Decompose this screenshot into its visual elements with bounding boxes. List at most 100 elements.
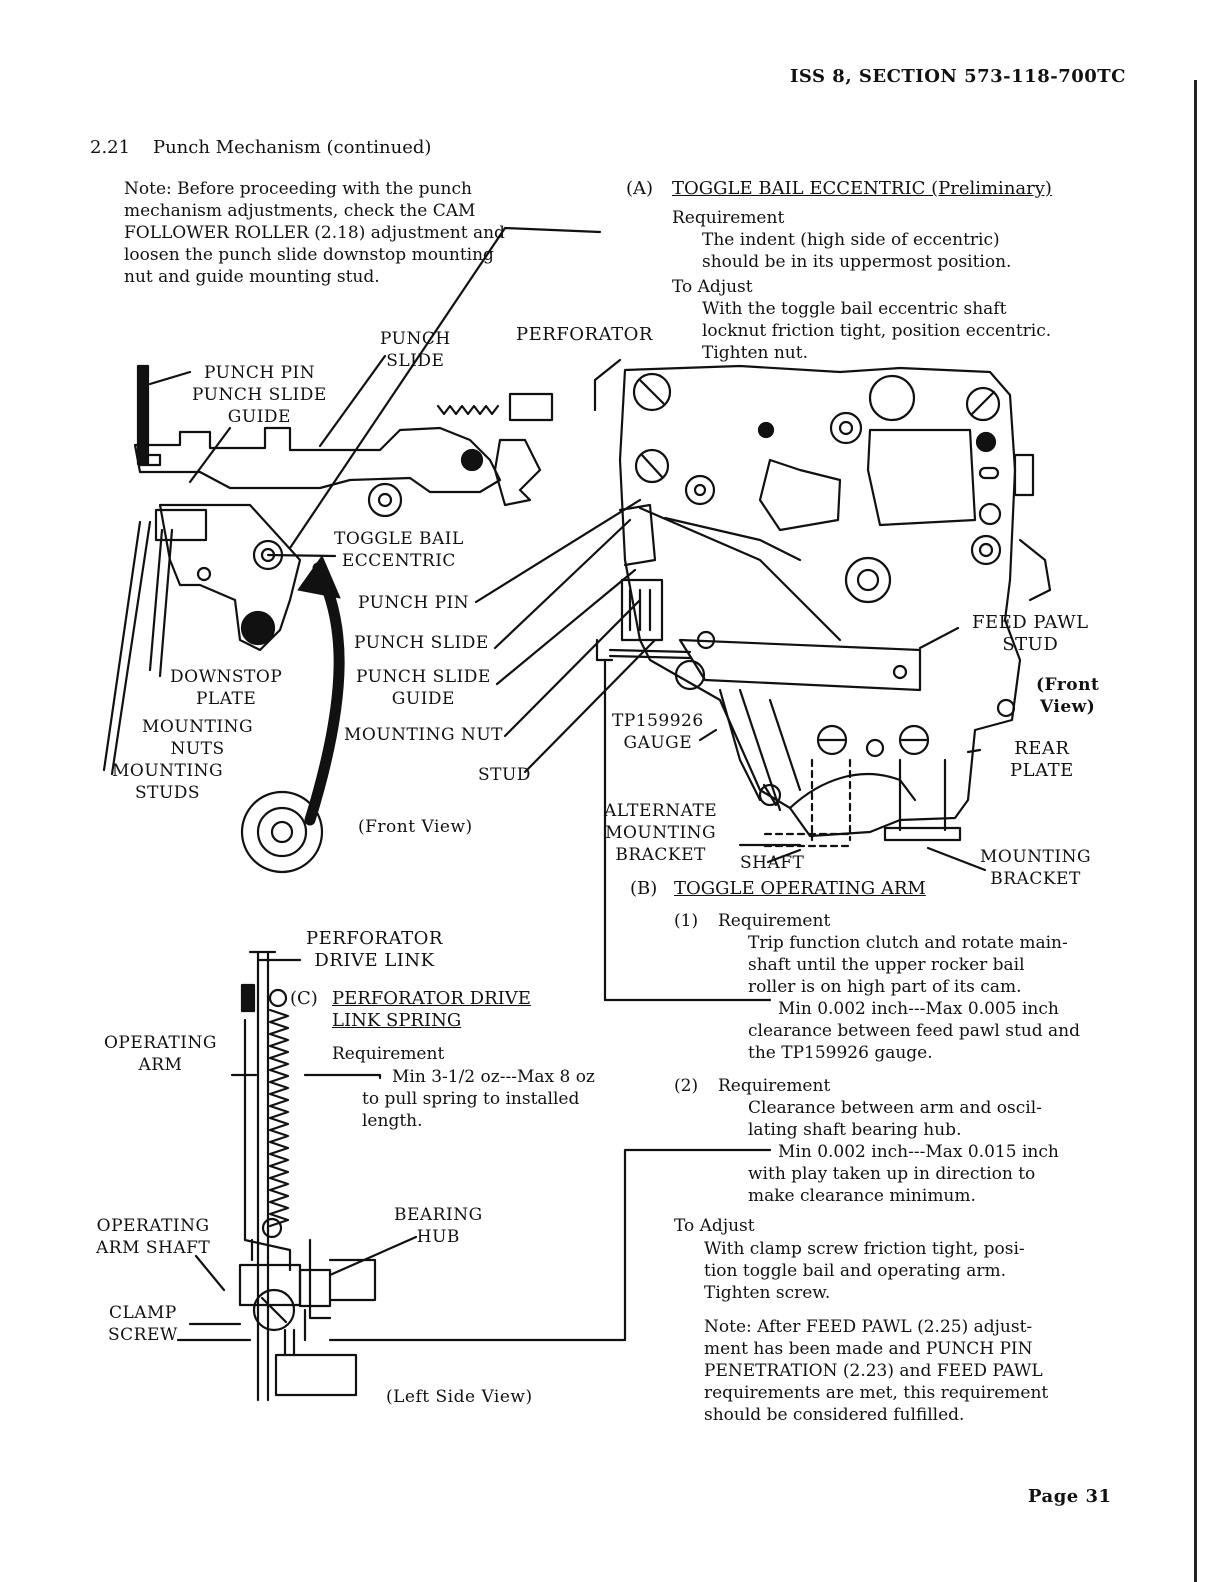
label-front-view-right: (Front View) xyxy=(1036,674,1099,718)
part-b-req2: Clearance between arm and oscil- lating … xyxy=(748,1097,1059,1207)
label-line: PUNCH SLIDE xyxy=(356,667,491,687)
label-line: GUIDE xyxy=(391,689,455,709)
label-clamp-screw: CLAMP SCREW xyxy=(108,1302,178,1346)
label-line: SCREW xyxy=(108,1325,178,1345)
label-line: BEARING xyxy=(394,1205,483,1225)
label-line: PLATE xyxy=(1010,760,1074,781)
label-operating-arm: OPERATING ARM xyxy=(104,1032,217,1076)
note-top: Note: Before proceeding with the punch m… xyxy=(124,178,505,288)
note-top-line: loosen the punch slide downstop mounting xyxy=(124,245,494,265)
section-heading: 2.21 Punch Mechanism (continued) xyxy=(90,137,431,159)
part-a-label: (A) xyxy=(626,178,654,199)
part-c-label: (C) xyxy=(290,988,318,1009)
part-b-req2-line: Clearance between arm and oscil- xyxy=(748,1098,1042,1118)
part-b-adj-line: tion toggle bail and operating arm. xyxy=(704,1261,1006,1281)
label-bearing-hub: BEARING HUB xyxy=(394,1204,483,1248)
part-b-note-line: PENETRATION (2.23) and FEED PAWL xyxy=(704,1361,1043,1381)
part-b-req1: Trip function clutch and rotate main- sh… xyxy=(748,932,1080,1064)
label-line: BRACKET xyxy=(615,845,706,865)
part-a-adjust: With the toggle bail eccentric shaft loc… xyxy=(702,298,1051,364)
part-b-note: Note: After FEED PAWL (2.25) adjust- men… xyxy=(704,1316,1048,1426)
part-b-req2-label: (2) xyxy=(674,1076,699,1096)
part-c-title-line: PERFORATOR DRIVE xyxy=(332,988,531,1009)
label-line: BRACKET xyxy=(990,869,1081,889)
label-line: DOWNSTOP xyxy=(170,667,283,687)
label-line: PERFORATOR xyxy=(306,928,443,949)
label-line: ARM SHAFT xyxy=(96,1238,211,1258)
part-a-req-line: should be in its uppermost position. xyxy=(702,252,1012,272)
part-c-requirement-heading: Requirement xyxy=(332,1044,445,1064)
part-b-adjust-heading: To Adjust xyxy=(674,1216,755,1236)
label-line: STUD xyxy=(1002,634,1059,655)
label-perforator-drive-link: PERFORATOR DRIVE LINK xyxy=(306,928,443,972)
label-perforator: PERFORATOR xyxy=(516,324,653,345)
label-punch-slide-guide: PUNCH SLIDE GUIDE xyxy=(192,384,327,428)
label-rear-plate: REAR PLATE xyxy=(1010,738,1074,782)
note-top-line: FOLLOWER ROLLER (2.18) adjustment and xyxy=(124,223,505,243)
label-line: HUB xyxy=(416,1227,460,1247)
part-a-title: TOGGLE BAIL ECCENTRIC (Preliminary) xyxy=(672,178,1052,199)
part-b-note-line: requirements are met, this requirement xyxy=(704,1383,1049,1403)
label-downstop-plate: DOWNSTOP PLATE xyxy=(170,666,282,710)
part-b-req2-line: make clearance minimum. xyxy=(748,1186,976,1206)
part-c-title-line: LINK SPRING xyxy=(332,1010,462,1031)
part-b-adj-line: Tighten screw. xyxy=(704,1283,831,1303)
part-b-req1-label: (1) xyxy=(674,911,699,931)
label-line: PUNCH xyxy=(380,329,451,349)
label-c-punch-slide: PUNCH SLIDE xyxy=(354,633,489,653)
label-tp-gauge: TP159926 GAUGE xyxy=(612,710,704,754)
label-mounting-nuts: MOUNTING NUTS xyxy=(142,716,253,760)
part-b-req1-line: Trip function clutch and rotate main- xyxy=(748,933,1068,953)
part-a-adj-line: locknut friction tight, position eccentr… xyxy=(702,321,1052,341)
page-number: Page 31 xyxy=(1028,1486,1112,1507)
label-line: MOUNTING xyxy=(605,823,717,843)
label-mounting-studs: MOUNTING STUDS xyxy=(112,760,223,804)
part-c-requirement: Min 3-1/2 oz---Max 8 oz to pull spring t… xyxy=(362,1066,595,1132)
label-mounting-bracket: MOUNTING BRACKET xyxy=(980,846,1091,890)
part-b-note-line: should be considered fulfilled. xyxy=(704,1405,965,1425)
label-punch-slide: PUNCH SLIDE xyxy=(380,328,451,372)
section-number: 2.21 xyxy=(90,137,131,158)
label-punch-pin: PUNCH PIN xyxy=(204,363,316,383)
part-b-req1-line: the TP159926 gauge. xyxy=(748,1043,933,1063)
label-c-stud: STUD xyxy=(478,765,531,785)
part-a-requirement-heading: Requirement xyxy=(672,208,785,228)
label-line: NUTS xyxy=(170,739,225,759)
label-line: REAR xyxy=(1014,738,1070,759)
part-c-req-line: Min 3-1/2 oz---Max 8 oz xyxy=(392,1067,595,1087)
note-top-line: nut and guide mounting stud. xyxy=(124,267,380,287)
part-b-note-line: Note: After FEED PAWL (2.25) adjust- xyxy=(704,1317,1033,1337)
page-header: ISS 8, SECTION 573-118-700TC xyxy=(790,66,1126,87)
label-line: STUDS xyxy=(134,783,201,803)
label-line: GAUGE xyxy=(623,733,693,753)
label-line: FEED PAWL xyxy=(972,612,1089,633)
label-line: DRIVE LINK xyxy=(314,950,435,971)
part-b-title: TOGGLE OPERATING ARM xyxy=(674,878,926,899)
note-top-line: mechanism adjustments, check the CAM xyxy=(124,201,476,221)
label-feed-pawl-stud: FEED PAWL STUD xyxy=(972,612,1089,656)
label-line: SLIDE xyxy=(386,351,445,371)
part-b-req1-line: shaft until the upper rocker bail xyxy=(748,955,1025,975)
part-c-title: PERFORATOR DRIVE LINK SPRING xyxy=(332,988,531,1032)
front-view-right-drawing xyxy=(593,358,1052,1002)
part-b-req1-line: Min 0.002 inch---Max 0.005 inch xyxy=(778,999,1059,1019)
part-b-req1-heading: Requirement xyxy=(718,911,831,931)
label-line: CLAMP xyxy=(108,1303,177,1323)
left-side-view-drawing xyxy=(176,950,772,1402)
label-line: OPERATING xyxy=(96,1216,210,1236)
part-b-adj-line: With clamp screw friction tight, posi- xyxy=(704,1239,1025,1259)
label-line: MOUNTING xyxy=(142,717,254,737)
label-line: View) xyxy=(1039,697,1096,717)
label-line: ALTERNATE xyxy=(604,801,718,821)
label-line: PUNCH SLIDE xyxy=(192,385,327,405)
label-front-view: (Front View) xyxy=(358,817,473,837)
part-c-req-line: length. xyxy=(362,1111,423,1131)
part-a-req-line: The indent (high side of eccentric) xyxy=(702,230,1000,250)
label-c-punch-pin: PUNCH PIN xyxy=(358,593,470,613)
part-b-req2-line: lating shaft bearing hub. xyxy=(748,1120,962,1140)
label-line: ARM xyxy=(138,1055,183,1075)
label-alternate-mounting-bracket: ALTERNATE MOUNTING BRACKET xyxy=(604,800,717,866)
label-line: ECCENTRIC xyxy=(341,551,456,571)
part-b-label: (B) xyxy=(630,878,658,899)
